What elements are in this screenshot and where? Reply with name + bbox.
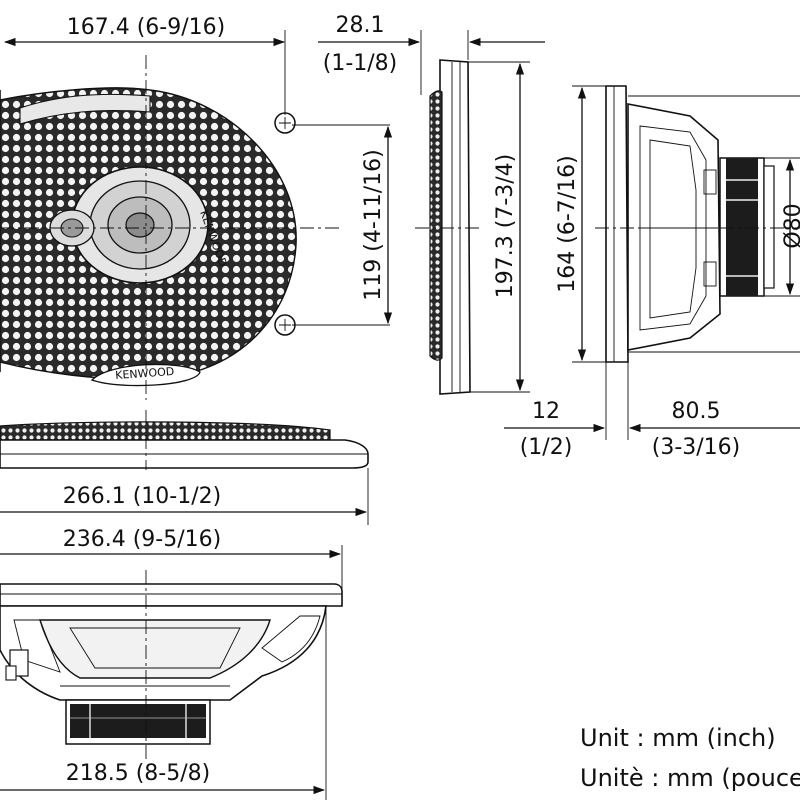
side-view-grille (415, 30, 530, 395)
dimension-magnet-diameter: Ø80 (781, 158, 800, 296)
unit-note-english: Unit : mm (inch) (580, 724, 776, 752)
dim-grille-depth-in: (1-1/8) (323, 51, 398, 76)
dim-flange-in: (1/2) (520, 435, 573, 460)
dimension-front-width: 167.4 (6-9/16) (3, 15, 286, 115)
mount-screw-top (274, 112, 296, 134)
dimension-overall-width: 266.1 (10-1/2) (0, 484, 368, 517)
side-view-basket (572, 85, 800, 440)
dimension-basket-width: 236.4 (9-5/16) (0, 527, 343, 598)
dimension-overall-height: 197.3 (7-3/4) (493, 62, 525, 392)
dim-overall-height-label: 197.3 (7-3/4) (493, 154, 518, 298)
dim-mount-depth-in: (3-3/16) (652, 435, 741, 460)
dim-front-width-label: 167.4 (6-9/16) (67, 15, 225, 40)
dim-flange-mm: 12 (532, 399, 560, 424)
dim-basket-width-label: 236.4 (9-5/16) (63, 527, 221, 552)
dim-basket-height-label: 164 (6-7/16) (555, 155, 580, 293)
dim-overall-width-label: 266.1 (10-1/2) (63, 484, 221, 509)
dimension-basket-height: 164 (6-7/16) (555, 86, 587, 362)
unit-note-french: Unitè : mm (pouce) (580, 764, 800, 792)
unit-notes: Unit : mm (inch) Unitè : mm (pouce) (580, 724, 800, 792)
dim-magnet-diameter-label: Ø80 (781, 203, 800, 248)
top-view-grille (0, 410, 369, 525)
dimension-mount-hole-spacing: 119 (4-11/16) (361, 125, 393, 325)
dimension-mount-depth: 80.5 (3-3/16) (628, 399, 800, 460)
dimension-bottom-width: 218.5 (8-5/8) (0, 761, 326, 795)
brand-badge-text: KENWOOD (115, 365, 175, 382)
dimension-flange-thickness: 12 (1/2) (504, 399, 606, 460)
front-view: KENWOOD KENWOOD (0, 55, 390, 400)
dimension-grille-depth: 28.1 (1-1/8) (318, 13, 545, 76)
dim-bottom-width-label: 218.5 (8-5/8) (66, 761, 210, 786)
dim-grille-depth-mm: 28.1 (336, 13, 385, 38)
dim-mount-depth-mm: 80.5 (672, 399, 721, 424)
dim-mount-hole-label: 119 (4-11/16) (361, 149, 386, 301)
bottom-view-basket (0, 570, 343, 800)
